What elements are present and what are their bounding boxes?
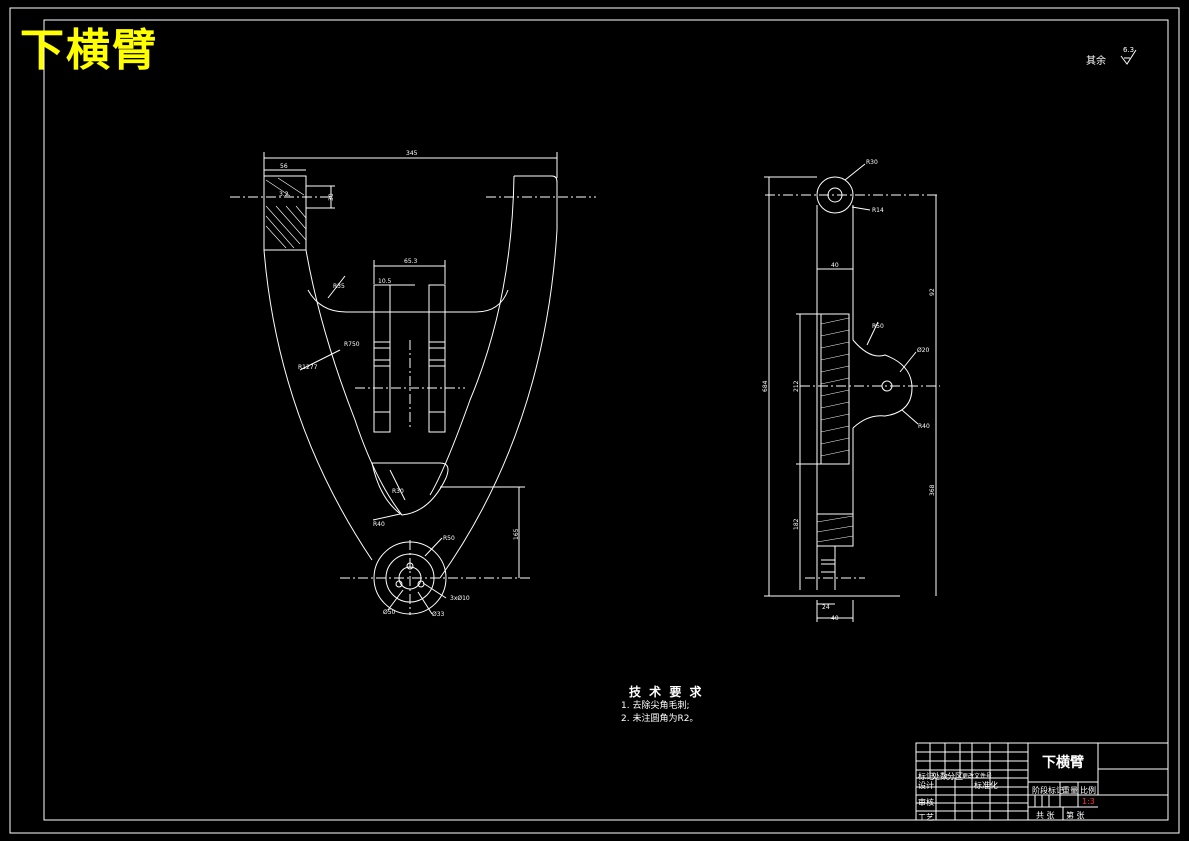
dim-r-top2: R14 — [872, 207, 884, 214]
tb-label-zone: 分区 — [947, 772, 963, 781]
tb-scale: 比例 — [1080, 786, 1096, 795]
dim-h-top: 92 — [929, 288, 936, 296]
tb-label-mark: 标记 — [918, 772, 934, 781]
dim-w-bottom: 40 — [831, 615, 839, 622]
roughness-label: 其余 — [1086, 56, 1106, 67]
tb-label-change: 更改文件号 — [962, 773, 993, 780]
title-block — [915, 742, 1169, 821]
dim-w-top: 40 — [831, 262, 839, 269]
dim-r-pocket: R40 — [373, 521, 385, 528]
dim-r-boss: R50 — [443, 535, 455, 542]
hatch-left-lug — [265, 177, 307, 249]
dim-total-h: 684 — [762, 380, 769, 392]
tech-heading: 技 术 要 求 — [629, 685, 704, 699]
roughness-value: 6.3 — [1123, 46, 1134, 54]
drawing-title: 下横臂 — [20, 25, 158, 76]
dim-overall-width: 345 — [406, 150, 418, 157]
tb-sheet-no: 第 张 — [1066, 811, 1085, 820]
dim-holes: 3xØ10 — [450, 595, 470, 602]
hatch-side-mid — [816, 317, 854, 543]
dim-d-bore: Ø50 — [383, 609, 396, 616]
dim-r-top: R30 — [866, 159, 878, 166]
dim-r-ear-outer: R40 — [918, 423, 930, 430]
dim-r-diag: R30 — [392, 488, 404, 495]
dim-lug-height: 30 — [328, 193, 335, 201]
dim-r-outer-arc2: R1277 — [298, 364, 318, 371]
tb-design: 设计 — [918, 781, 934, 790]
outer-border — [9, 7, 1180, 834]
tb-label-count: 处数 — [932, 772, 948, 781]
tech-item: 1. 去除尖角毛刺; — [621, 701, 690, 711]
dim-height-boss: 165 — [513, 528, 520, 540]
dim-lug-width: 56 — [280, 163, 288, 170]
tech-requirements: 技 术 要 求 1. 去除尖角毛刺; 2. 未注圆角为R2。 — [621, 683, 704, 726]
tb-process: 工艺 — [918, 813, 934, 822]
dim-w-bottom2: 24 — [822, 604, 830, 611]
title-block-part-name: 下横臂 — [1042, 755, 1084, 771]
front-view — [230, 152, 596, 615]
dim-lug-finish: 3.2 — [279, 191, 289, 198]
dim-r-ear-hole: Ø20 — [917, 347, 930, 354]
dim-h-mid: 212 — [793, 380, 800, 392]
dim-h-right-lower: 368 — [929, 484, 936, 496]
tb-sheets: 共 张 — [1036, 811, 1055, 820]
tb-stage: 阶段标记 — [1032, 786, 1064, 795]
dim-h-lower: 182 — [793, 518, 800, 530]
dim-r-outer-arc: R750 — [344, 341, 360, 348]
tb-review: 审核 — [918, 798, 934, 807]
tb-standard: 标准化 — [974, 781, 998, 790]
dim-slot-span: 65.3 — [404, 258, 418, 265]
dim-slot-width: 10.5 — [378, 278, 392, 285]
dim-r-inner: R35 — [333, 283, 345, 290]
roughness-symbol — [1120, 49, 1137, 65]
tech-item: 2. 未注圆角为R2。 — [621, 714, 699, 724]
dim-d-hole: Ø33 — [432, 611, 445, 618]
inner-border — [43, 19, 1169, 821]
side-view — [764, 163, 940, 622]
dim-r-ear: R50 — [872, 323, 884, 330]
tb-weight: 重量 — [1062, 786, 1078, 795]
tb-scale-value: 1:3 — [1082, 797, 1095, 806]
